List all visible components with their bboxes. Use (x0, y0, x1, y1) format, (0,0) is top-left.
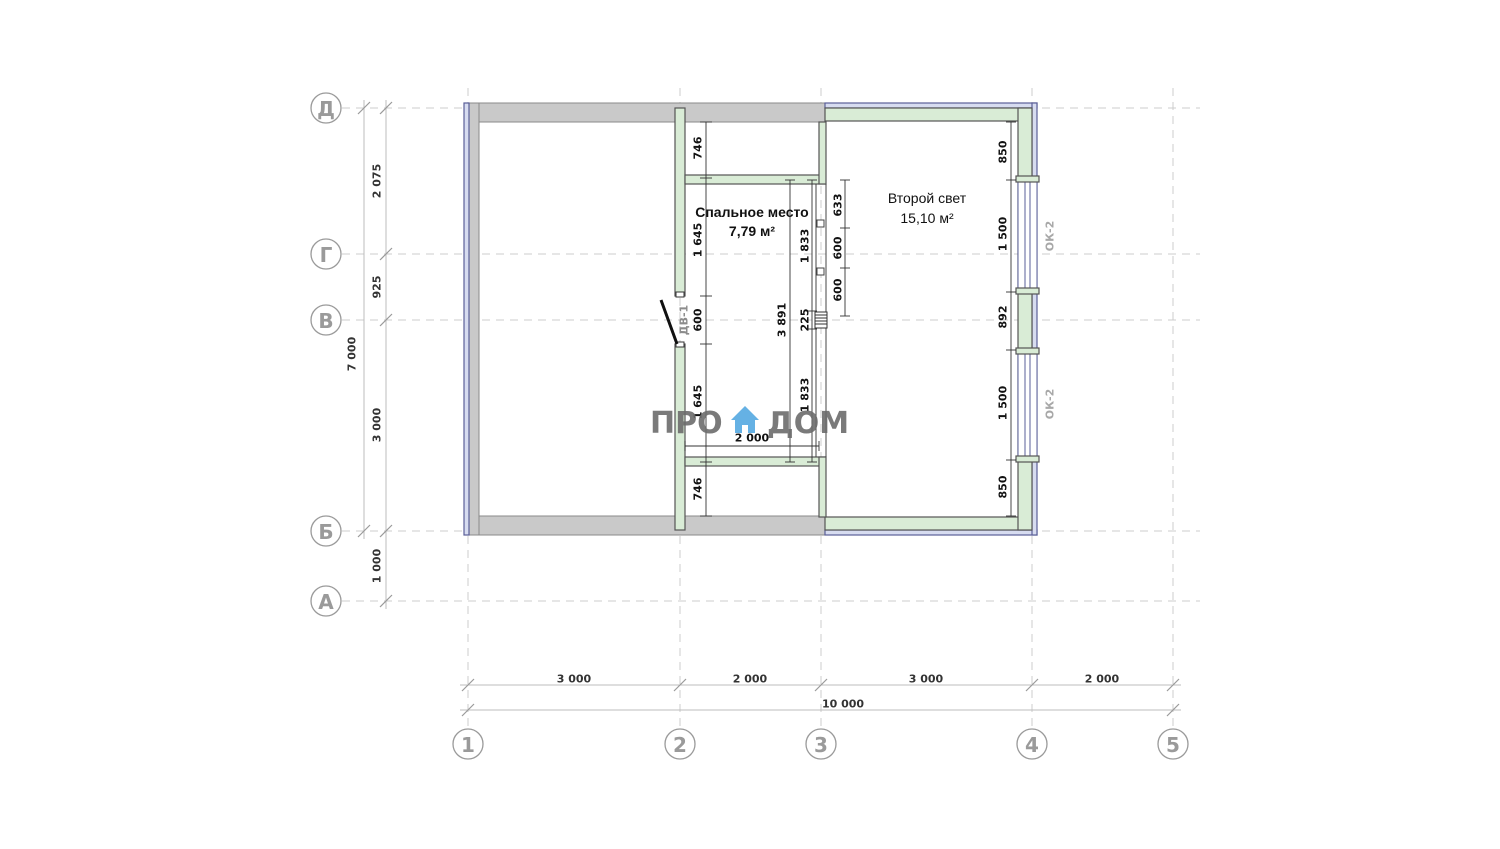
dim-mid-1833-bottom: 1 833 (799, 378, 812, 412)
room-second-light-area: 15,10 м² (900, 210, 954, 226)
logo-text-left: ПРО (650, 406, 723, 441)
dim-left-1645-bottom: 1 645 (692, 385, 705, 419)
wall-bottom-right-cladding (824, 529, 1038, 536)
closet-bottom-side (818, 456, 827, 518)
logo-watermark: ПРО ДОМ (650, 406, 849, 441)
window-ok2-top (1017, 179, 1038, 293)
row-bubble-a: А (310, 585, 342, 617)
dim-right-850-top: 850 (997, 140, 1010, 163)
bottom-dim-1: 2 000 (733, 673, 768, 686)
walls (463, 102, 1040, 536)
left-dim-2: 3 000 (371, 407, 384, 442)
room-sleeping-area: 7,79 м² (729, 223, 775, 239)
inner-dimensions: 746 1 645 600 1 645 746 3 891 1 833 225 … (684, 121, 1016, 517)
svg-text:А: А (318, 590, 334, 614)
column-bubbles: 1 2 3 4 5 (452, 728, 1189, 760)
dim-right-1500-top: 1 500 (997, 216, 1010, 251)
svg-text:3: 3 (814, 733, 828, 757)
house-icon (731, 406, 759, 433)
svg-text:2: 2 (673, 733, 687, 757)
row-bubble-v: В (310, 304, 342, 336)
column-bubble-3: 3 (805, 728, 837, 760)
svg-text:Д: Д (317, 97, 335, 121)
row-bubble-b: Б (310, 515, 342, 547)
window-label-top: ОК-2 (1044, 221, 1057, 252)
bottom-dim-2: 3 000 (909, 673, 944, 686)
bottom-dim-3: 2 000 (1085, 673, 1120, 686)
door-jamb-bottom (675, 341, 685, 348)
left-total: 7 000 (346, 336, 359, 371)
svg-text:В: В (318, 309, 333, 333)
dim-bottom-746: 746 (692, 477, 705, 500)
column-bubble-1: 1 (452, 728, 484, 760)
dim-left-1645-top: 1 645 (692, 223, 705, 257)
door-leaf (659, 299, 679, 345)
bottom-total: 10 000 (822, 698, 864, 711)
wall-top-right (824, 107, 1033, 122)
svg-text:Б: Б (318, 520, 333, 544)
column-bubble-5: 5 (1157, 728, 1189, 760)
dim-mid-1833-top: 1 833 (799, 229, 812, 263)
dim-left-600: 600 (692, 308, 705, 331)
window-pier-top (1015, 175, 1040, 183)
column-bubble-2: 2 (664, 728, 696, 760)
railing-post-a (816, 219, 825, 228)
room-sleeping-name: Спальное место (695, 204, 809, 220)
window-label-bottom: ОК-2 (1044, 389, 1057, 420)
logo-text-right: ДОМ (767, 406, 849, 441)
dim-stair-633: 633 (832, 194, 845, 217)
bottom-dim-0: 3 000 (557, 673, 592, 686)
window-pier-bottom (1015, 455, 1040, 463)
dim-mid-225: 225 (799, 309, 812, 332)
window-pier-mid-a (1015, 287, 1040, 295)
dim-right-892: 892 (997, 306, 1010, 329)
window-pier-mid-b (1015, 347, 1040, 355)
row-bubble-g: Г (310, 238, 342, 270)
svg-text:1: 1 (461, 733, 475, 757)
wall-bottom-right (824, 516, 1033, 531)
row-bubbles: Д Г В Б А (310, 92, 342, 617)
wall-right (1017, 107, 1033, 531)
dim-stair-600-b: 600 (832, 278, 845, 301)
closet-top-side (818, 121, 827, 185)
window-ok2-bottom (1017, 349, 1038, 461)
dim-room-width-2000: 2 000 (735, 432, 770, 445)
left-dim-1: 925 (371, 276, 384, 299)
column-grid-lines (467, 88, 1174, 728)
partition-axis-2-top (674, 107, 686, 297)
dim-top-746: 746 (692, 136, 705, 159)
svg-text:4: 4 (1025, 733, 1039, 757)
wall-top-right-cladding (824, 102, 1038, 109)
wall-right-cladding (1031, 102, 1038, 536)
dim-right-1500-bottom: 1 500 (997, 385, 1010, 420)
dim-right-850-bottom: 850 (997, 475, 1010, 498)
bottom-dimensions: 3 000 2 000 3 000 2 000 10 000 (460, 673, 1181, 717)
wall-left-cladding (463, 102, 470, 536)
stair-hatch (814, 311, 828, 329)
row-bubble-d: Д (310, 92, 342, 124)
wall-top-grey (463, 102, 826, 123)
wall-bottom-grey (463, 515, 826, 536)
railing-post-b (816, 267, 825, 276)
left-dimensions: 7 000 2 075 925 3 000 1 000 (346, 100, 393, 609)
left-dim-3: 1 000 (371, 548, 384, 583)
dim-3891: 3 891 (776, 303, 789, 337)
door-label: ДВ-1 (678, 305, 691, 335)
svg-text:Г: Г (320, 243, 333, 267)
room-second-light-name: Второй свет (888, 190, 967, 206)
door-jamb-top (675, 291, 685, 298)
dim-stair-600-a: 600 (832, 236, 845, 259)
left-dim-0: 2 075 (371, 164, 384, 198)
svg-text:5: 5 (1166, 733, 1180, 757)
column-bubble-4: 4 (1016, 728, 1048, 760)
